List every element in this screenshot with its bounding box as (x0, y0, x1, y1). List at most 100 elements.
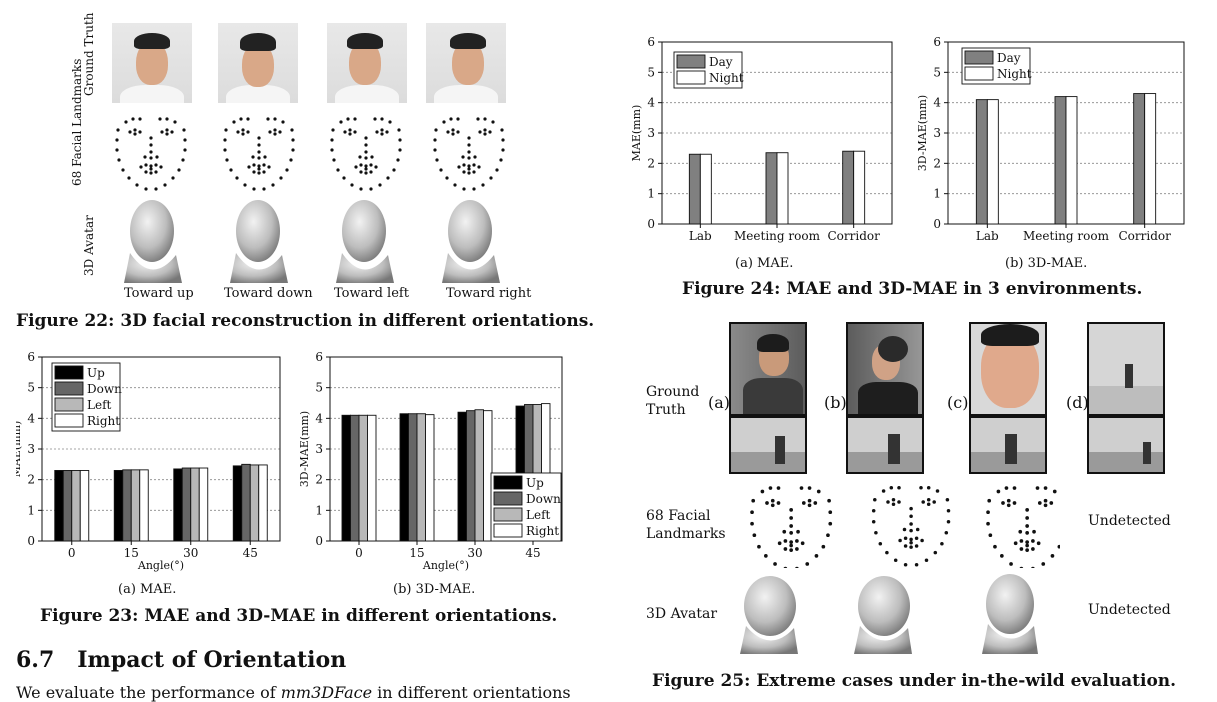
x-tick-label: 30 (183, 546, 198, 560)
fig25-case-a-scene (729, 416, 807, 474)
fig25-case-c-scene (969, 416, 1047, 474)
fig22-avatar-right (442, 200, 500, 283)
fig25-row-label-landmarks: 68 Facial Landmarks (646, 508, 726, 542)
legend-swatch-day (964, 50, 994, 65)
y-axis-label: 3D-MAE(mm) (918, 95, 929, 171)
y-tick-label: 4 (933, 96, 941, 110)
fig22-landmarks-up (115, 117, 187, 191)
fig25-avatar-row (740, 574, 1038, 654)
plot-frame (41, 356, 281, 542)
legend-label-day: Day (997, 51, 1021, 65)
y-axis-label: MAE(mm) (632, 105, 643, 162)
fig24-sub-a: (a) MAE. (735, 256, 794, 271)
legend-swatch-night (676, 70, 706, 85)
bar-down-0 (350, 414, 360, 542)
fig23-caption: Figure 23: MAE and 3D-MAE in different o… (40, 606, 558, 626)
x-tick-label: Meeting room (734, 229, 821, 243)
legend-swatch-up (493, 475, 523, 490)
x-axis-label: Angle(°) (422, 559, 469, 572)
fig25-avatar-c (982, 574, 1038, 654)
fig23-sub-b: (b) 3D-MAE. (393, 582, 476, 597)
bar-up-30 (457, 411, 467, 542)
bar-left-30 (190, 467, 200, 542)
y-tick-label: 4 (647, 96, 655, 110)
y-tick-label: 6 (27, 350, 35, 364)
y-tick-label: 1 (933, 187, 941, 201)
legend-swatch-night (964, 66, 994, 81)
x-tick-label: Lab (689, 229, 712, 243)
fig22-col-label-down: Toward down (224, 286, 313, 301)
legend-swatch-down (54, 381, 84, 396)
fig22-landmarks-left (330, 117, 402, 191)
bar-night-corridor (853, 150, 866, 225)
x-tick-label: 15 (409, 546, 424, 560)
fig22-row-label-landmarks-text: 68 Facial Landmarks (70, 58, 84, 186)
fig24-caption: Figure 24: MAE and 3D-MAE in 3 environme… (682, 279, 1143, 299)
y-axis-label: 3D-MAE(mm) (300, 411, 311, 487)
bar-up-15 (399, 413, 409, 542)
fig22-landmarks-row (115, 117, 505, 191)
fig25-landmarks-c (986, 486, 1060, 568)
bar-day-meeting-room (1054, 96, 1067, 225)
bar-left-30 (474, 409, 484, 542)
fig25-row-label-avatar: 3D Avatar (646, 606, 718, 622)
bar-night-corridor (1144, 93, 1157, 225)
fig22-avatar-row (124, 200, 500, 283)
legend-label-left: Left (87, 398, 112, 412)
fig25-case-d-closeup (1087, 322, 1165, 416)
fig25-case-b-label: (b) (824, 393, 847, 412)
bar-right-0 (79, 470, 90, 542)
bar-night-lab (986, 99, 999, 225)
fig22-row-label-avatar: 3D Avatar (82, 215, 96, 276)
bar-right-0 (367, 414, 377, 542)
legend-label-down: Down (526, 492, 561, 506)
section-body-end: in different orientations (372, 683, 571, 702)
legend-label-night: Night (997, 67, 1032, 81)
legend-label-up: Up (87, 366, 105, 380)
legend-label-day: Day (709, 55, 733, 69)
fig22-photo-down (218, 23, 298, 103)
bar-down-15 (122, 469, 132, 542)
bar-right-30 (198, 467, 209, 542)
bar-left-15 (130, 469, 141, 542)
fig22-col-label-left: Toward left (334, 286, 409, 301)
fig22-avatar-up (124, 200, 182, 283)
bar-night-meeting-room (776, 152, 789, 225)
y-tick-label: 1 (647, 187, 655, 201)
legend-label-night: Night (709, 71, 744, 85)
fig25-case-d-scene (1087, 416, 1165, 474)
bar-up-0 (54, 470, 64, 542)
section-heading: 6.7 Impact of Orientation (16, 647, 346, 673)
x-axis-label: Angle(°) (137, 559, 184, 572)
fig22-avatar-left (336, 200, 394, 283)
fig22-row-label-gt: Ground Truth (82, 12, 96, 96)
fig22-col-label-right: Toward right (446, 286, 532, 301)
legend-label-right: Right (526, 524, 559, 538)
x-tick-label: 45 (525, 546, 540, 560)
fig22-photo-right (426, 23, 506, 103)
fig25-case-c-closeup (969, 322, 1047, 416)
legend-swatch-day (676, 54, 706, 69)
y-tick-label: 6 (647, 35, 655, 49)
bar-right-15 (425, 414, 435, 542)
bar-day-lab (688, 153, 701, 225)
fig22-col-label-up: Toward up (124, 286, 194, 301)
bar-day-corridor (1133, 93, 1146, 225)
fig23-sub-a: (a) MAE. (118, 582, 177, 597)
y-tick-label: 0 (315, 534, 323, 548)
y-tick-label: 4 (27, 411, 35, 425)
y-tick-label: 5 (315, 381, 323, 395)
y-axis-label: MAE(mm) (16, 421, 23, 478)
y-tick-label: 3 (647, 126, 655, 140)
legend-label-right: Right (87, 414, 120, 428)
bar-night-meeting-room (1065, 96, 1078, 225)
bar-up-30 (173, 468, 183, 542)
x-tick-label: Meeting room (1023, 229, 1110, 243)
legend-swatch-right (54, 413, 84, 428)
fig25-case-a-closeup (729, 322, 807, 416)
